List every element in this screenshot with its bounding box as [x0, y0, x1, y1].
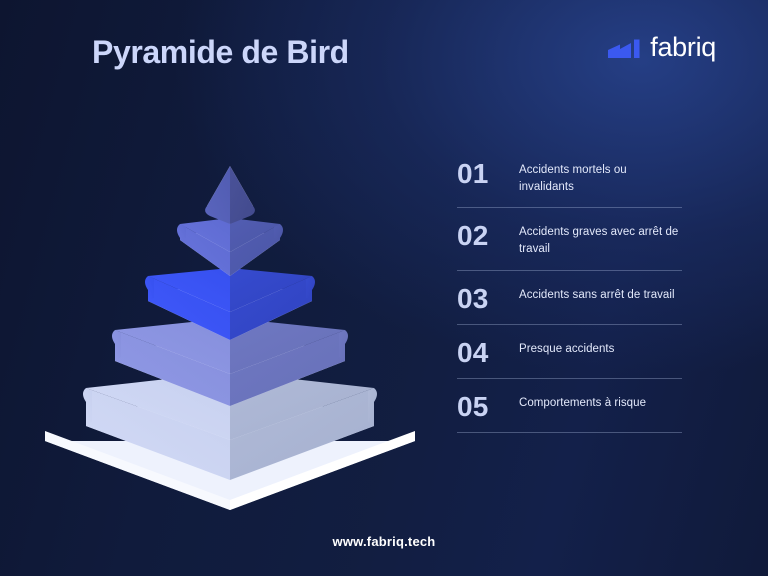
list-divider — [457, 323, 682, 325]
bird-pyramid-svg — [45, 166, 415, 510]
list-item-number: 04 — [457, 336, 489, 368]
list-item[interactable]: 03 Accidents sans arrêt de travail — [457, 271, 682, 324]
list-item[interactable]: 01 Accidents mortels ou invalidants — [457, 146, 682, 207]
list-item-number: 05 — [457, 390, 489, 422]
list-item[interactable]: 04 Presque accidents — [457, 325, 682, 378]
fabriq-logo: fabriq — [607, 32, 716, 62]
levels-list: 01 Accidents mortels ou invalidants 02 A… — [457, 146, 682, 433]
list-item-number: 03 — [457, 282, 489, 314]
page-title: Pyramide de Bird — [92, 34, 349, 70]
footer-url[interactable]: www.fabriq.tech — [332, 534, 436, 549]
list-divider — [457, 377, 682, 379]
list-item-label: Comportements à risque — [519, 396, 647, 409]
pyramid-level-4 — [112, 318, 348, 406]
pyramid-level-1 — [205, 166, 255, 224]
list-item-label: Accidents sans arrêt de travail — [519, 288, 675, 301]
fabriq-factory-bars-icon — [608, 39, 640, 58]
list-divider — [457, 431, 682, 433]
bird-pyramid — [40, 150, 430, 515]
list-item[interactable]: 02 Accidents graves avec arrêt de travai… — [457, 208, 682, 269]
list-item-label: Accidents mortels ou invalidants — [519, 164, 627, 193]
list-divider — [457, 207, 682, 209]
pyramid-level-2 — [177, 218, 283, 276]
list-item-number: 02 — [457, 220, 489, 252]
list-item[interactable]: 05 Comportements à risque — [457, 379, 682, 432]
list-item-number: 01 — [457, 158, 489, 189]
list-item-label: Presque accidents — [519, 342, 615, 355]
list-divider — [457, 269, 682, 271]
pyramid-level-3 — [145, 268, 315, 340]
fabriq-logo-text: fabriq — [650, 32, 716, 62]
list-item-label: Accidents graves avec arrêt de travail — [519, 226, 679, 256]
